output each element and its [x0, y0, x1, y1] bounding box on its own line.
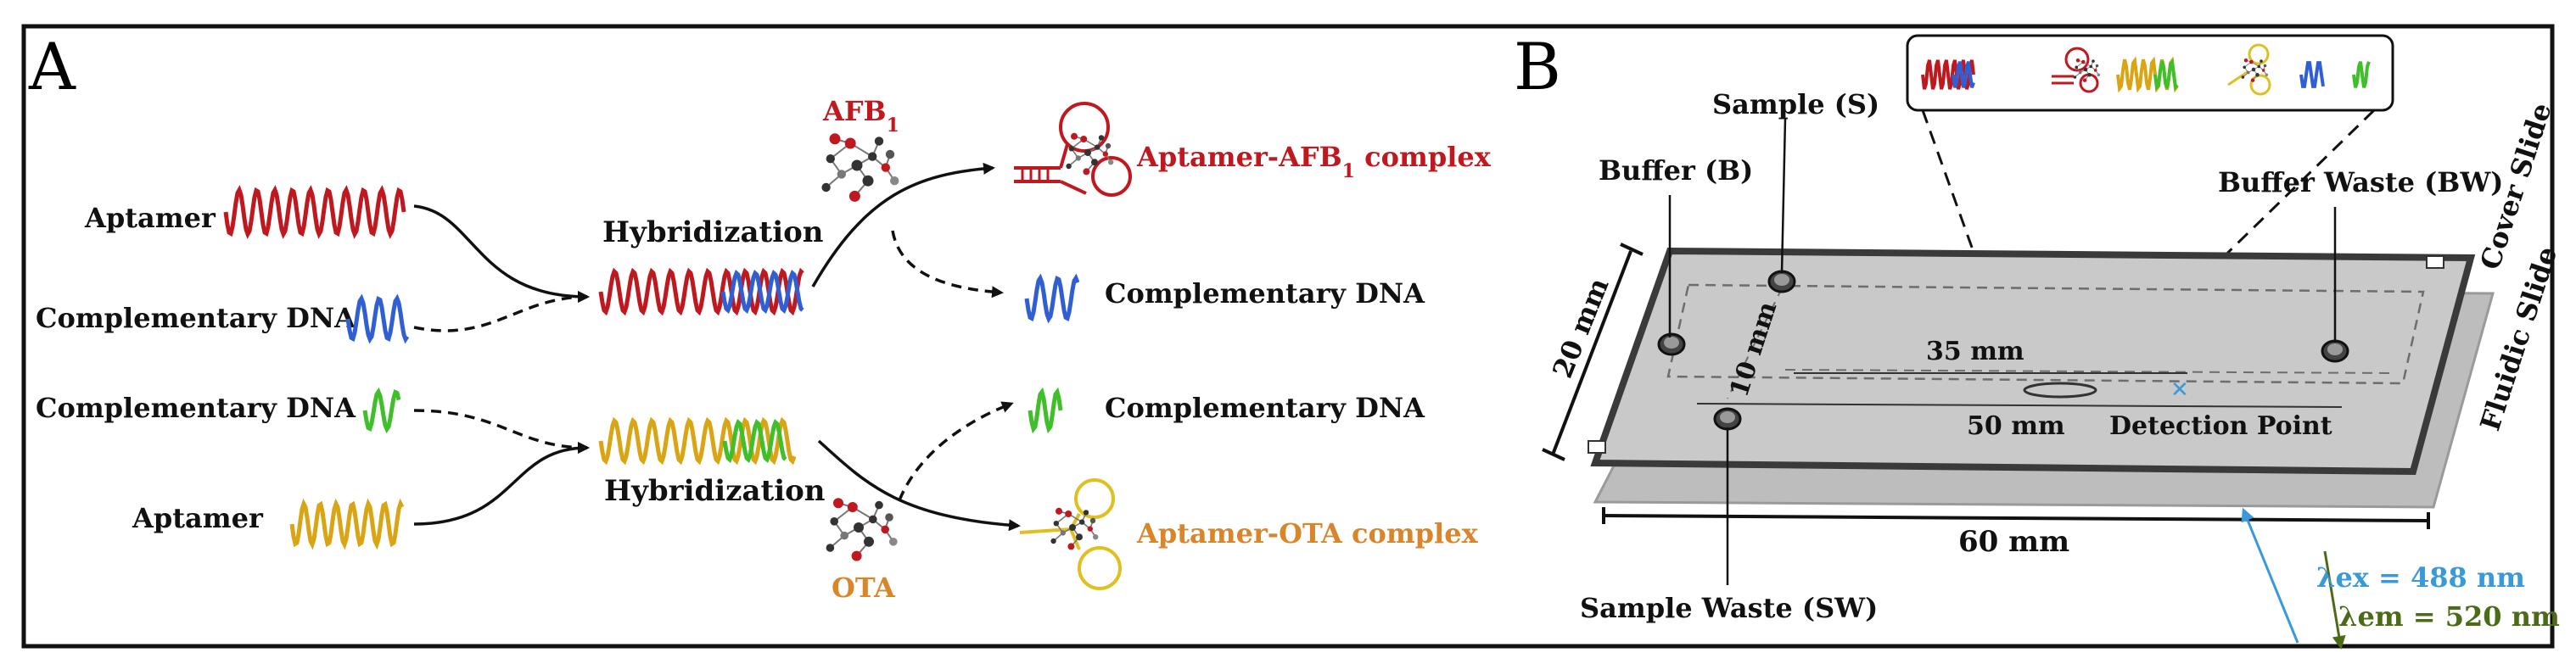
cover-corner-right [2426, 255, 2444, 269]
emission-arrow [2323, 550, 2346, 650]
comp-dna-blue-strand [345, 293, 410, 344]
detection-cross-icon: ✕ [2170, 377, 2189, 403]
legend-afb1-complex-icon [2052, 47, 2101, 93]
figure-frame [21, 24, 2555, 649]
released-green-strand [1028, 387, 1063, 434]
dim-50-label: 50 mm [1967, 411, 2065, 441]
arrow-dna-to-hybrid [413, 291, 590, 332]
comp-dna-green-strand [362, 387, 401, 434]
legend-blue-strand-b [2299, 61, 2325, 88]
arrow-to-afb-complex [811, 162, 995, 287]
arrow-to-released-dna-top [891, 230, 1004, 299]
buffer-inlet-inner [1664, 337, 1679, 349]
released-dna-bottom-label: Complementary DNA [1105, 392, 1425, 424]
aptamer-bottom-label: Aptamer [132, 502, 264, 534]
buffer-waste-label: Buffer Waste (BW) [2218, 166, 2503, 198]
released-dna-top-label: Complementary DNA [1105, 277, 1425, 310]
panel-b-letter: B [1514, 29, 1561, 104]
comp-dna-top-label: Complementary DNA [36, 302, 356, 334]
arrow-aptamer-to-hybrid-2 [413, 442, 590, 526]
aptamer-top-label: Aptamer [84, 202, 216, 234]
dim-20-cap-bottom [1542, 448, 1565, 461]
fluidic-slide-label: Fluidic Slide [2473, 243, 2563, 434]
panel-b: B [1514, 29, 2563, 650]
ota-label: OTA [832, 572, 896, 604]
buffer-label: Buffer (B) [1599, 154, 1753, 187]
legend-blue-strand-a [1952, 61, 1975, 88]
cover-slide [1590, 247, 2476, 476]
hybrid-blue [720, 269, 804, 315]
aptamer-red-strand [223, 185, 406, 239]
aptamer-ota-complex-label: Aptamer-OTA complex [1136, 517, 1479, 550]
arrow-aptamer-to-hybrid [413, 204, 590, 303]
cover-corner-left [1588, 440, 1606, 454]
lambda-em-label: λem = 520 nm [2338, 600, 2560, 633]
dim-20-cap-top [1620, 243, 1644, 256]
excitation-arrow [2241, 507, 2299, 644]
panel-a-letter: A [28, 29, 76, 104]
legend-ota-complex-icon [2227, 43, 2271, 96]
afb1-molecule-icon [821, 133, 899, 202]
released-blue-strand [1024, 273, 1080, 324]
sample-inlet-inner [1774, 274, 1789, 286]
aptamer-afb1-complex-icon [1014, 102, 1132, 197]
aptamer-yellow-strand [289, 498, 405, 550]
hybrid-green [722, 418, 787, 464]
dim-20-line [1551, 250, 1632, 455]
detection-point-label: Detection Point [2109, 411, 2332, 441]
zoom-line-left [1921, 109, 2004, 333]
detection-chamber [2023, 382, 2097, 399]
lambda-ex-label: λex = 488 nm [2316, 561, 2525, 594]
afb1-label: AFB1 [822, 95, 899, 137]
sample-waste-label: Sample Waste (SW) [1580, 592, 1878, 624]
legend-green-strand-a [2153, 58, 2179, 92]
panel-a: A Aptamer Complementary DNA Complementar… [28, 29, 1492, 604]
arrow-to-ota-complex [817, 439, 1021, 532]
aptamer-ota-complex-icon [1019, 478, 1122, 590]
dim-60-label: 60 mm [1958, 525, 2069, 559]
sample-leader [1780, 118, 1787, 274]
channel-side [1727, 287, 1783, 399]
hybridization-top-label: Hybridization [602, 215, 824, 249]
aptamer-afb1-complex-label: Aptamer-AFB1 complex [1136, 141, 1492, 182]
dim-60-line [1603, 514, 2429, 522]
hybridization-bottom-label: Hybridization [604, 474, 826, 508]
buffer-waste-inner [2327, 343, 2343, 355]
dim-35-label: 35 mm [1926, 337, 2024, 366]
legend-green-strand-b [2352, 61, 2371, 88]
dim-20-label: 20 mm [1546, 273, 1616, 382]
ota-molecule-icon [826, 498, 898, 561]
arrow-dna-to-hybrid-2 [413, 409, 590, 454]
dim-50-line [1696, 403, 2343, 408]
arrow-to-released-dna-bottom [898, 401, 1014, 501]
sample-waste-inner [1720, 411, 1735, 423]
hybrid-yellow [598, 416, 797, 466]
comp-dna-bottom-label: Complementary DNA [36, 392, 356, 424]
sample-label: Sample (S) [1712, 88, 1879, 120]
